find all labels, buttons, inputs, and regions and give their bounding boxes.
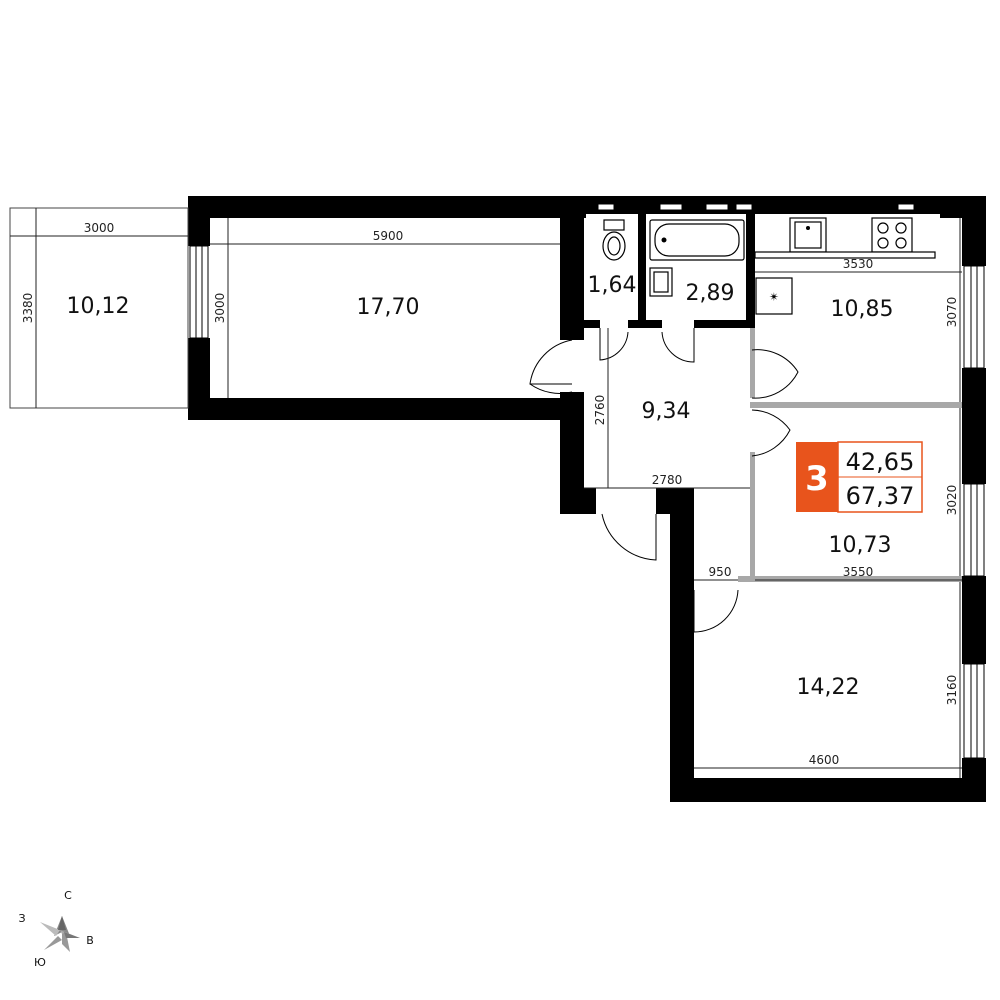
compass: С В Ю З bbox=[18, 889, 93, 969]
dim-balcony-width: 3000 bbox=[84, 221, 115, 235]
dim-bedroom1-width: 3550 bbox=[843, 565, 874, 579]
area-living: 17,70 bbox=[357, 295, 420, 320]
area-balcony: 10,12 bbox=[67, 294, 130, 319]
balcony-outline bbox=[9, 207, 189, 409]
boiler-icon: ✴ bbox=[755, 277, 793, 315]
dim-living-height: 3000 bbox=[213, 293, 227, 324]
compass-east: В bbox=[86, 934, 94, 947]
area-bath: 2,89 bbox=[686, 281, 735, 306]
dimension-lines bbox=[10, 208, 962, 778]
area-bedroom1: 10,73 bbox=[829, 533, 892, 558]
dim-living-width: 5900 bbox=[373, 229, 404, 243]
total-area-value: 67,37 bbox=[846, 482, 915, 510]
living-area-value: 42,65 bbox=[846, 448, 915, 476]
outer-walls bbox=[188, 196, 986, 802]
svg-text:✴: ✴ bbox=[769, 290, 779, 304]
dim-bedroom2-width: 4600 bbox=[809, 753, 840, 767]
dim-kitchen-height: 3070 bbox=[945, 297, 959, 328]
area-bedroom2: 14,22 bbox=[797, 675, 860, 700]
windows bbox=[189, 203, 985, 759]
compass-rose-icon bbox=[40, 916, 80, 952]
area-badge: 3 42,65 67,37 bbox=[796, 441, 923, 513]
compass-south: Ю bbox=[34, 956, 46, 969]
dim-kitchen-width: 3530 bbox=[843, 257, 874, 271]
bathtub-icon bbox=[649, 219, 745, 261]
doors bbox=[529, 328, 799, 633]
area-wc: 1,64 bbox=[588, 273, 637, 298]
area-kitchen: 10,85 bbox=[831, 297, 894, 322]
dim-bedroom2-height: 3160 bbox=[945, 675, 959, 706]
dim-bedroom1-height: 3020 bbox=[945, 485, 959, 516]
badge-accent bbox=[796, 442, 838, 512]
rooms-count: 3 bbox=[805, 459, 829, 499]
fixtures: ✴ bbox=[602, 217, 936, 315]
kitchen-sink-icon bbox=[789, 217, 827, 253]
compass-west: З bbox=[18, 912, 25, 925]
dim-balcony-height: 3380 bbox=[21, 293, 35, 324]
dim-corridor-width: 950 bbox=[709, 565, 732, 579]
sink-icon bbox=[649, 267, 673, 297]
area-hall: 9,34 bbox=[642, 399, 691, 424]
compass-north: С bbox=[64, 889, 72, 902]
interior-walls bbox=[584, 214, 962, 582]
toilet-icon bbox=[602, 219, 626, 261]
stove-icon bbox=[871, 217, 913, 253]
dim-hall-width: 2780 bbox=[652, 473, 683, 487]
dim-hall-height: 2760 bbox=[593, 395, 607, 426]
